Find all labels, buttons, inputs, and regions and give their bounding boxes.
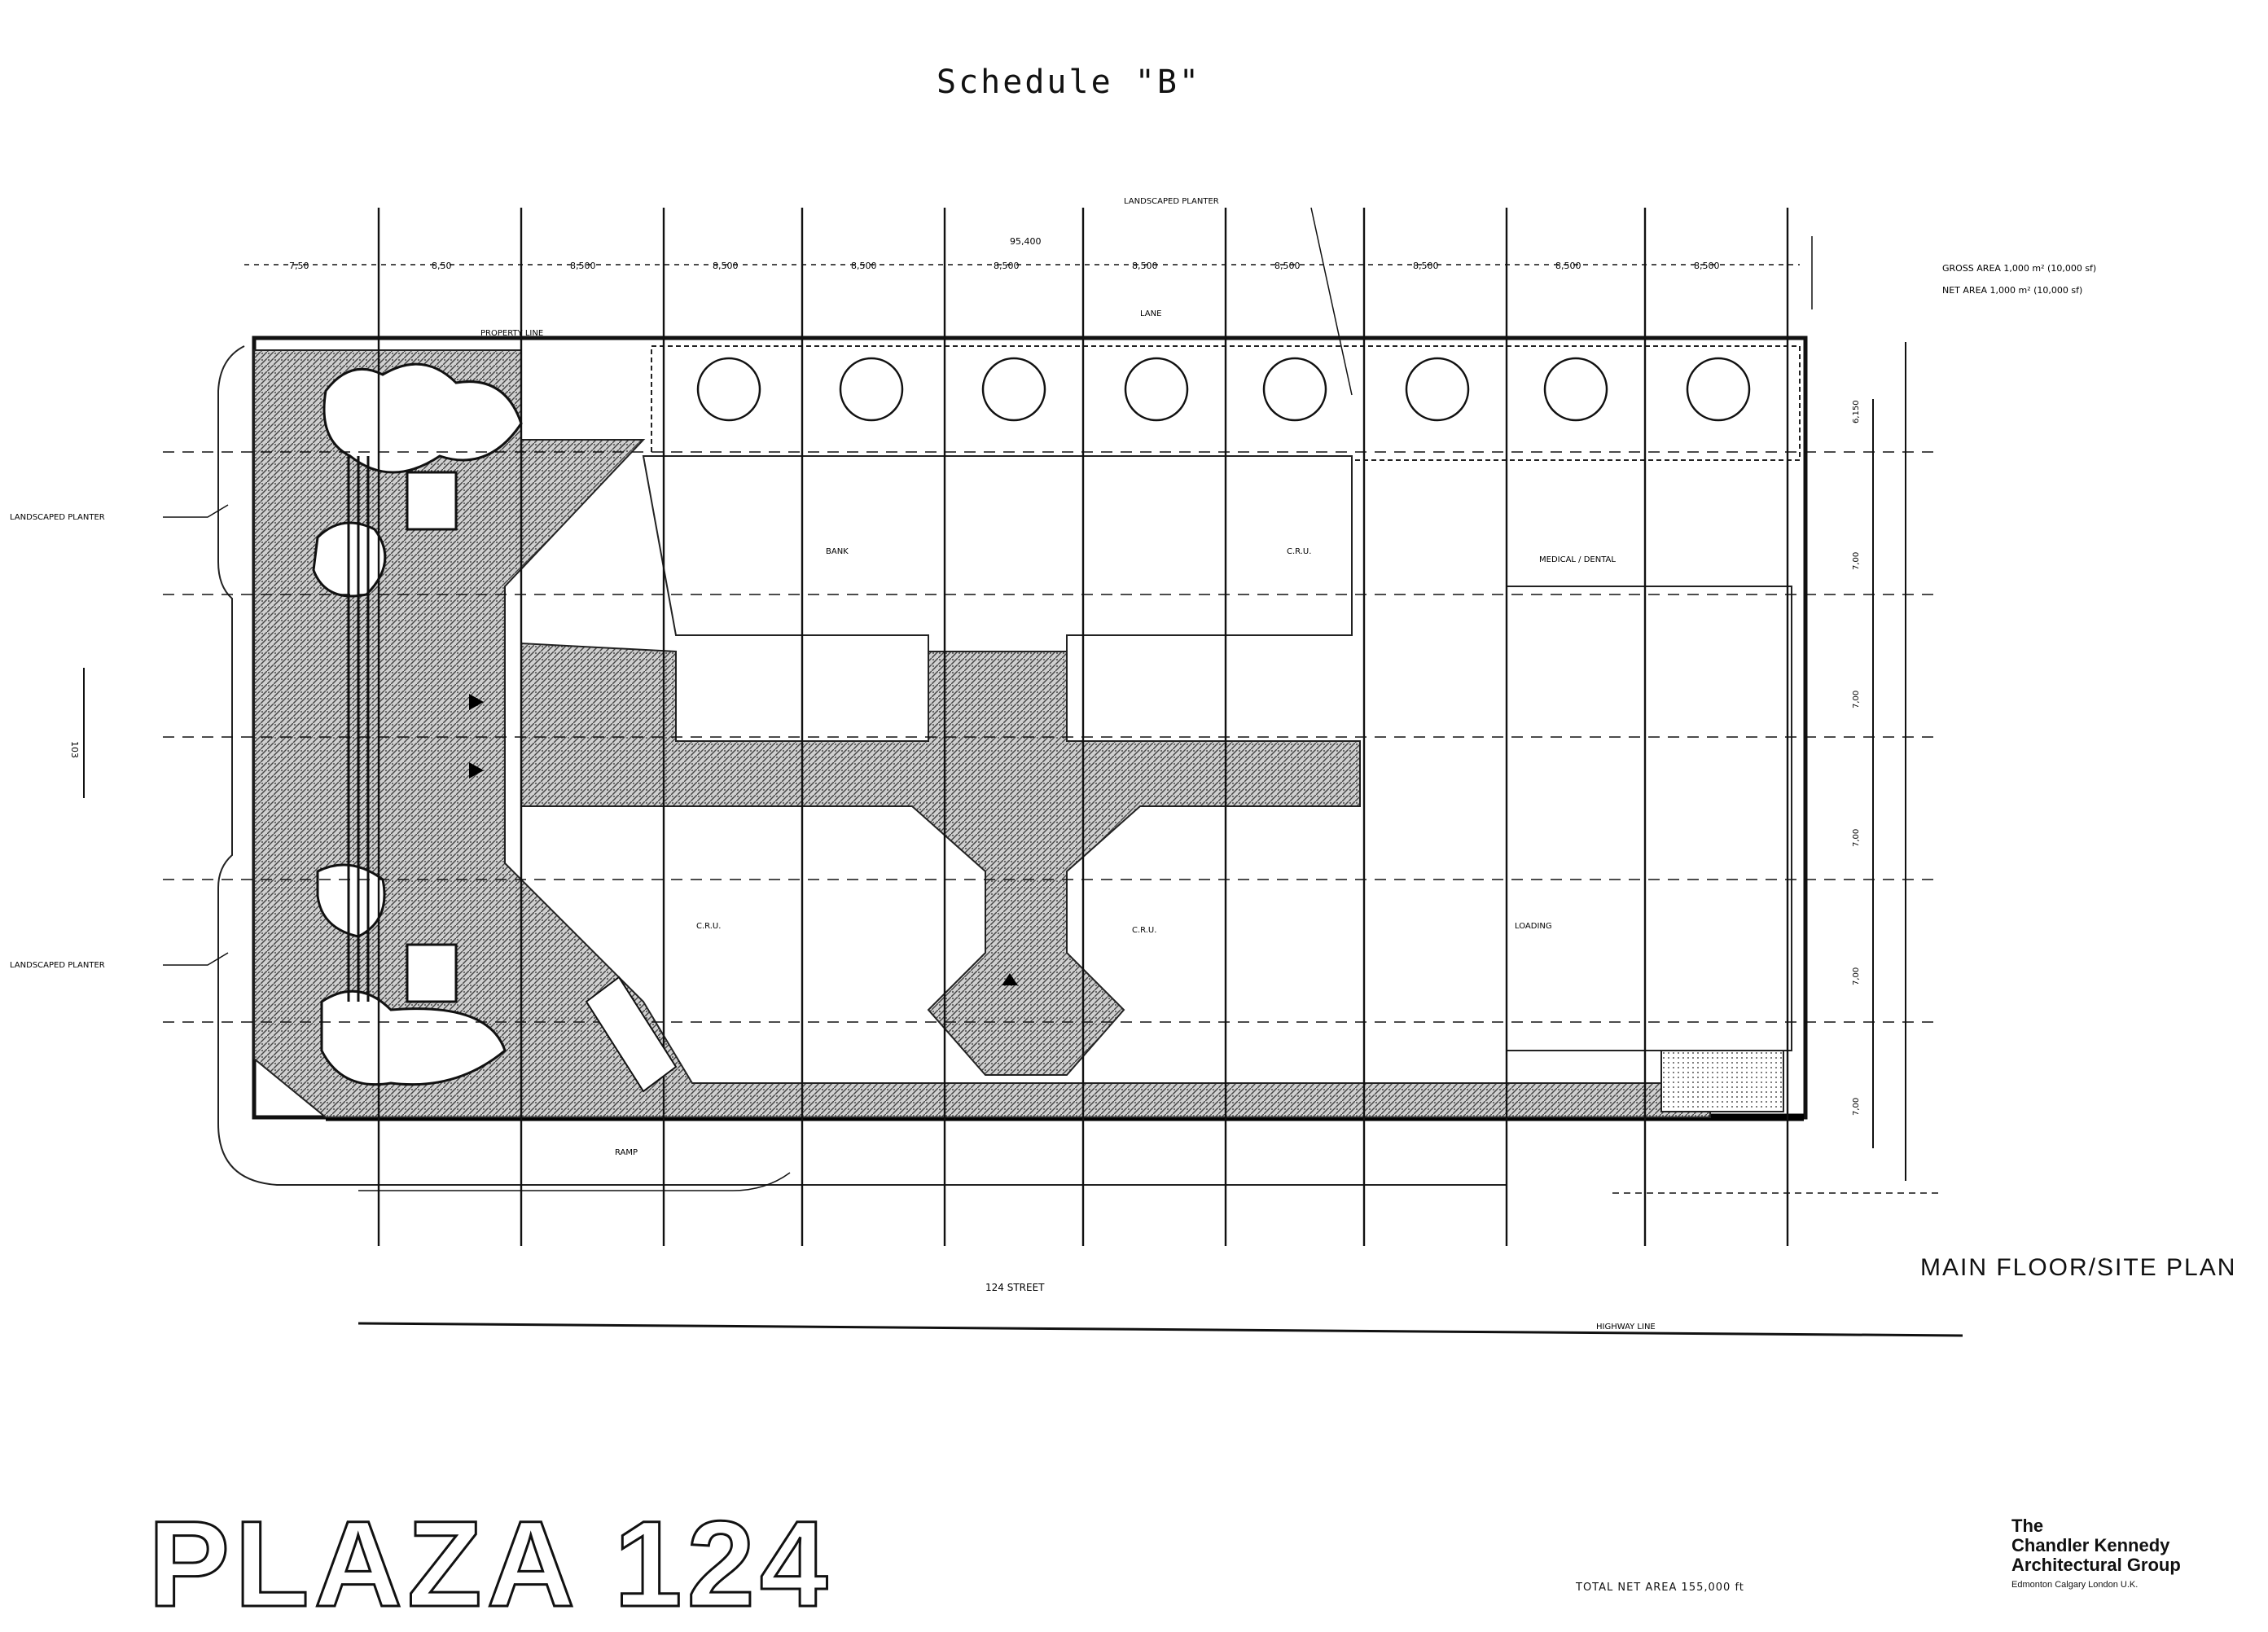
room-label: LOADING	[1515, 922, 1552, 931]
schedule-title: Schedule "B"	[937, 64, 1201, 101]
street-label: HIGHWAY LINE	[1596, 1323, 1656, 1331]
left-planter-note: LANDSCAPED PLANTER	[10, 513, 105, 522]
lane-label: LANE	[1140, 309, 1161, 318]
dim-label: 8,500	[713, 261, 739, 271]
right-dim-label: 7,00	[1852, 691, 1861, 709]
plan-caption: MAIN FLOOR/SITE PLAN	[1920, 1254, 2237, 1281]
firm-line: The	[2011, 1516, 2044, 1536]
dim-label: 8,500	[570, 261, 596, 271]
dim-label: 7,50	[289, 261, 309, 271]
area-note: NET AREA 1,000 m² (10,000 sf)	[1942, 285, 2082, 296]
top-planter-note: LANDSCAPED PLANTER	[1124, 197, 1219, 206]
dim-label: 8,50	[432, 261, 452, 271]
total-net-area: TOTAL NET AREA 155,000 ft	[1576, 1582, 1744, 1594]
room-label: BANK	[826, 547, 849, 556]
overall-dimension: 95,400	[1010, 236, 1042, 247]
mall-corridor	[520, 642, 1361, 1076]
dim-label: 8,500	[1274, 261, 1301, 271]
street-label: 124 STREET	[985, 1282, 1045, 1293]
right-dim-label: 6,150	[1852, 400, 1861, 423]
sidewalk-outline	[217, 345, 1507, 1186]
right-dim-label: 7,00	[1852, 829, 1861, 847]
dim-label: 8,500	[994, 261, 1020, 271]
firm-line: Chandler Kennedy	[2011, 1535, 2170, 1555]
area-note: GROSS AREA 1,000 m² (10,000 sf)	[1942, 263, 2096, 274]
dim-label: 8,500	[1694, 261, 1720, 271]
right-dim-label: 7,00	[1852, 552, 1861, 570]
tree-row	[696, 357, 1751, 422]
left-planter-note: LANDSCAPED PLANTER	[10, 961, 105, 970]
firm-cities: Edmonton Calgary London U.K.	[2011, 1580, 2139, 1590]
room-label: C.R.U.	[1132, 926, 1156, 935]
property-line-label: PROPERTY LINE	[480, 329, 543, 338]
row-grid	[163, 451, 1938, 1023]
firm-line: Architectural Group	[2011, 1555, 2181, 1575]
left-planter	[312, 362, 523, 1086]
room-label: C.R.U.	[1287, 547, 1311, 556]
room-label: MEDICAL / DENTAL	[1539, 555, 1616, 564]
firm-block: The Chandler Kennedy Architectural Group…	[2011, 1516, 2181, 1595]
ramp-label: RAMP	[615, 1148, 638, 1157]
column-grid	[377, 208, 1789, 1246]
right-dim-label: 7,00	[1852, 1098, 1861, 1116]
project-name: PLAZA 124	[147, 1495, 833, 1632]
dim-label: 8,500	[851, 261, 877, 271]
left-dim-label: 103	[69, 741, 80, 758]
right-dim-label: 7,00	[1852, 967, 1861, 985]
dim-label: 8,500	[1555, 261, 1581, 271]
store-rooms	[642, 455, 1792, 1051]
dim-label: 8,500	[1413, 261, 1439, 271]
dim-label: 8,500	[1132, 261, 1158, 271]
room-label: C.R.U.	[696, 922, 721, 931]
